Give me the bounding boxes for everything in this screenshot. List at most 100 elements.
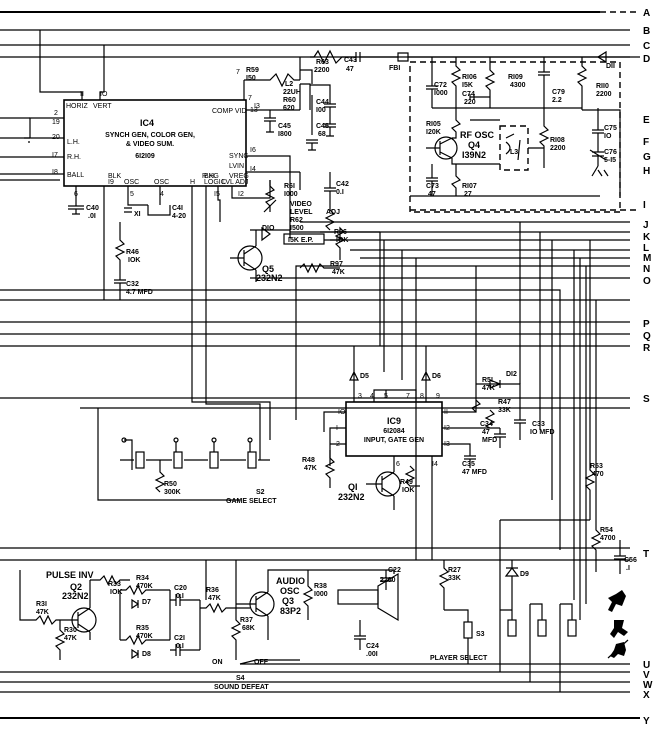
c40-ref: C40	[86, 205, 99, 212]
ic4-pin-lvl: LVL ADJ	[222, 179, 248, 186]
ic9-name: IC9	[387, 416, 401, 426]
l3-ref: L3	[510, 149, 518, 156]
player-select: R27 33K S3 PLAYER SELECT D9	[430, 519, 590, 692]
ic9-pin-3: 3	[358, 393, 362, 400]
c76-ref: C76	[604, 149, 617, 156]
ic4-part: 6I2I09	[135, 153, 155, 160]
r105-ref: RI05	[426, 121, 441, 128]
r31-ref: R3I	[36, 601, 47, 608]
d11-ref: DII	[606, 63, 615, 70]
r63-ref: R63	[316, 59, 329, 66]
q1-ref: QI	[348, 482, 358, 492]
c75-val: IO	[604, 133, 612, 140]
s3-ref: S3	[476, 631, 485, 638]
c24-ref: C24	[366, 643, 379, 650]
r38-val: I000	[314, 591, 328, 598]
c33-ref: C33	[532, 421, 545, 428]
ic4-pin-18: I8	[52, 169, 58, 176]
c32-ref: C32	[126, 281, 139, 288]
s2-desc: GAME SELECT	[226, 498, 277, 505]
ic4-pin-12: I2	[238, 191, 244, 198]
ic4-pin-2: 2	[54, 110, 58, 117]
rail-E: E	[643, 115, 650, 126]
r53-ref: R53	[590, 463, 603, 470]
c20-ref: C20	[174, 585, 187, 592]
q3-ref: Q3	[282, 596, 294, 606]
d6-ref: D6	[432, 373, 441, 380]
ic4-pin-compvid: COMP VID	[212, 108, 247, 115]
q4-ref: Q4	[468, 140, 480, 150]
r33-ref: R33	[108, 581, 121, 588]
r61-val: I000	[284, 191, 298, 198]
rail-G: G	[643, 152, 651, 163]
c32-val: 4.7 MFD	[126, 289, 153, 296]
r109-val: 4300	[510, 82, 526, 89]
c34-unit: MFD	[482, 437, 497, 444]
audio-oscillator-labels: R37 68K AUDIO OSC Q3 83P2 R38 I000 C22 2…	[212, 567, 401, 691]
ic9-pin-14: I4	[432, 461, 438, 468]
d8-ref: D8	[142, 651, 151, 658]
ic4-pin-10: IO	[100, 91, 108, 98]
r96-ref: R96	[334, 229, 347, 236]
player-icons	[607, 590, 629, 659]
ic4-pin-19: 19	[52, 119, 60, 126]
c45-val: I800	[278, 131, 292, 138]
rail-B: B	[643, 26, 650, 37]
ic9: IC9 6I2084 INPUT, GATE GEN 3 4 5 6 7 8 9…	[336, 393, 450, 468]
c72-val: I000	[434, 90, 448, 97]
ic4-pin-sync: SYNC	[229, 153, 248, 160]
r106-val: I5K	[462, 82, 473, 89]
ic9-desc: INPUT, GATE GEN	[364, 437, 424, 444]
rail-M: M	[643, 253, 651, 264]
rail-Y: Y	[643, 716, 650, 727]
ic4-line1: SYNCH GEN, COLOR GEN,	[105, 132, 195, 139]
ic4-pin-vert: VERT	[93, 103, 112, 110]
r106-ref: RI06	[462, 74, 477, 81]
ic4-pin-horiz: HORIZ	[66, 103, 89, 110]
right-bias-network: R53 470 R54 4700 C56 .I	[584, 240, 637, 574]
ic4-pin-vreg: VREG	[229, 173, 249, 180]
s4-on: ON	[212, 659, 223, 666]
r62-val: I500	[290, 225, 304, 232]
rail-H: H	[643, 166, 650, 177]
rail-S: S	[643, 394, 650, 405]
r109-ref: RI09	[508, 74, 523, 81]
d12-ref: DI2	[506, 371, 517, 378]
c43-val: 47	[346, 66, 354, 73]
r107-ref: RI07	[462, 183, 477, 190]
q5-ref: Q5	[262, 264, 274, 274]
rf-oscillator-module	[390, 50, 640, 213]
c43-ref: C43	[344, 57, 357, 64]
vlevel-1: VIDEO	[290, 201, 312, 208]
c34-ref: C34	[480, 421, 493, 428]
vlevel-adj: ADJ	[326, 209, 340, 216]
rail-V: V	[643, 670, 650, 681]
r110-val: 2200	[596, 91, 612, 98]
video-level-circuit	[230, 172, 346, 282]
c40-val: .0I	[88, 213, 96, 220]
ic4-pin-14: I4	[250, 166, 256, 173]
ic9-pin-6: 6	[396, 461, 400, 468]
r47-ref: R47	[498, 399, 511, 406]
r50-ref: R50	[164, 481, 177, 488]
r97-ref: R97	[330, 261, 343, 268]
r108-ref: RI08	[550, 137, 565, 144]
c45-ref: C45	[278, 123, 291, 130]
r60-val: 620	[283, 105, 295, 112]
c20-val: 0.I	[176, 593, 184, 600]
ic4-name: IC4	[140, 118, 154, 128]
c22-ref: C22	[388, 567, 401, 574]
c74-val: 220	[464, 99, 476, 106]
r97-val: 47K	[332, 269, 345, 276]
d9-ref: D9	[520, 571, 529, 578]
game-select-switch: R50 300K S2 GAME SELECT	[97, 300, 277, 505]
player-two-icon	[610, 620, 628, 638]
rail-L: L	[643, 243, 649, 254]
ic4-wiring	[0, 30, 380, 390]
c46-val: 68	[318, 131, 326, 138]
c74-ref: C74	[462, 91, 475, 98]
misc-wiring	[97, 222, 587, 620]
ic4-pin-lh: L.H.	[67, 139, 80, 146]
r47-val: 33K	[498, 407, 511, 414]
